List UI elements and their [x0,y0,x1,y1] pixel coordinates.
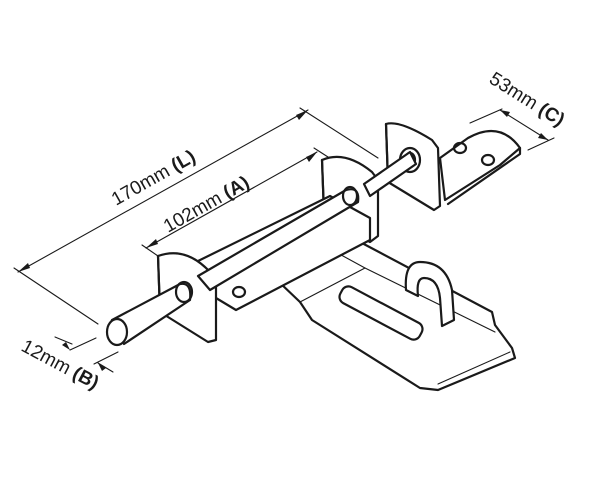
dimension-A [141,147,329,257]
dimension-C-label: 53mm (C) [485,68,568,131]
dimension-B-label: 12mm (B) [18,336,102,394]
dimension-C [469,108,555,151]
dimension-A-label: 102mm (A) [160,172,253,237]
bolt-rod [105,150,418,347]
dimension-L [13,107,379,325]
dimension-B [54,336,119,373]
